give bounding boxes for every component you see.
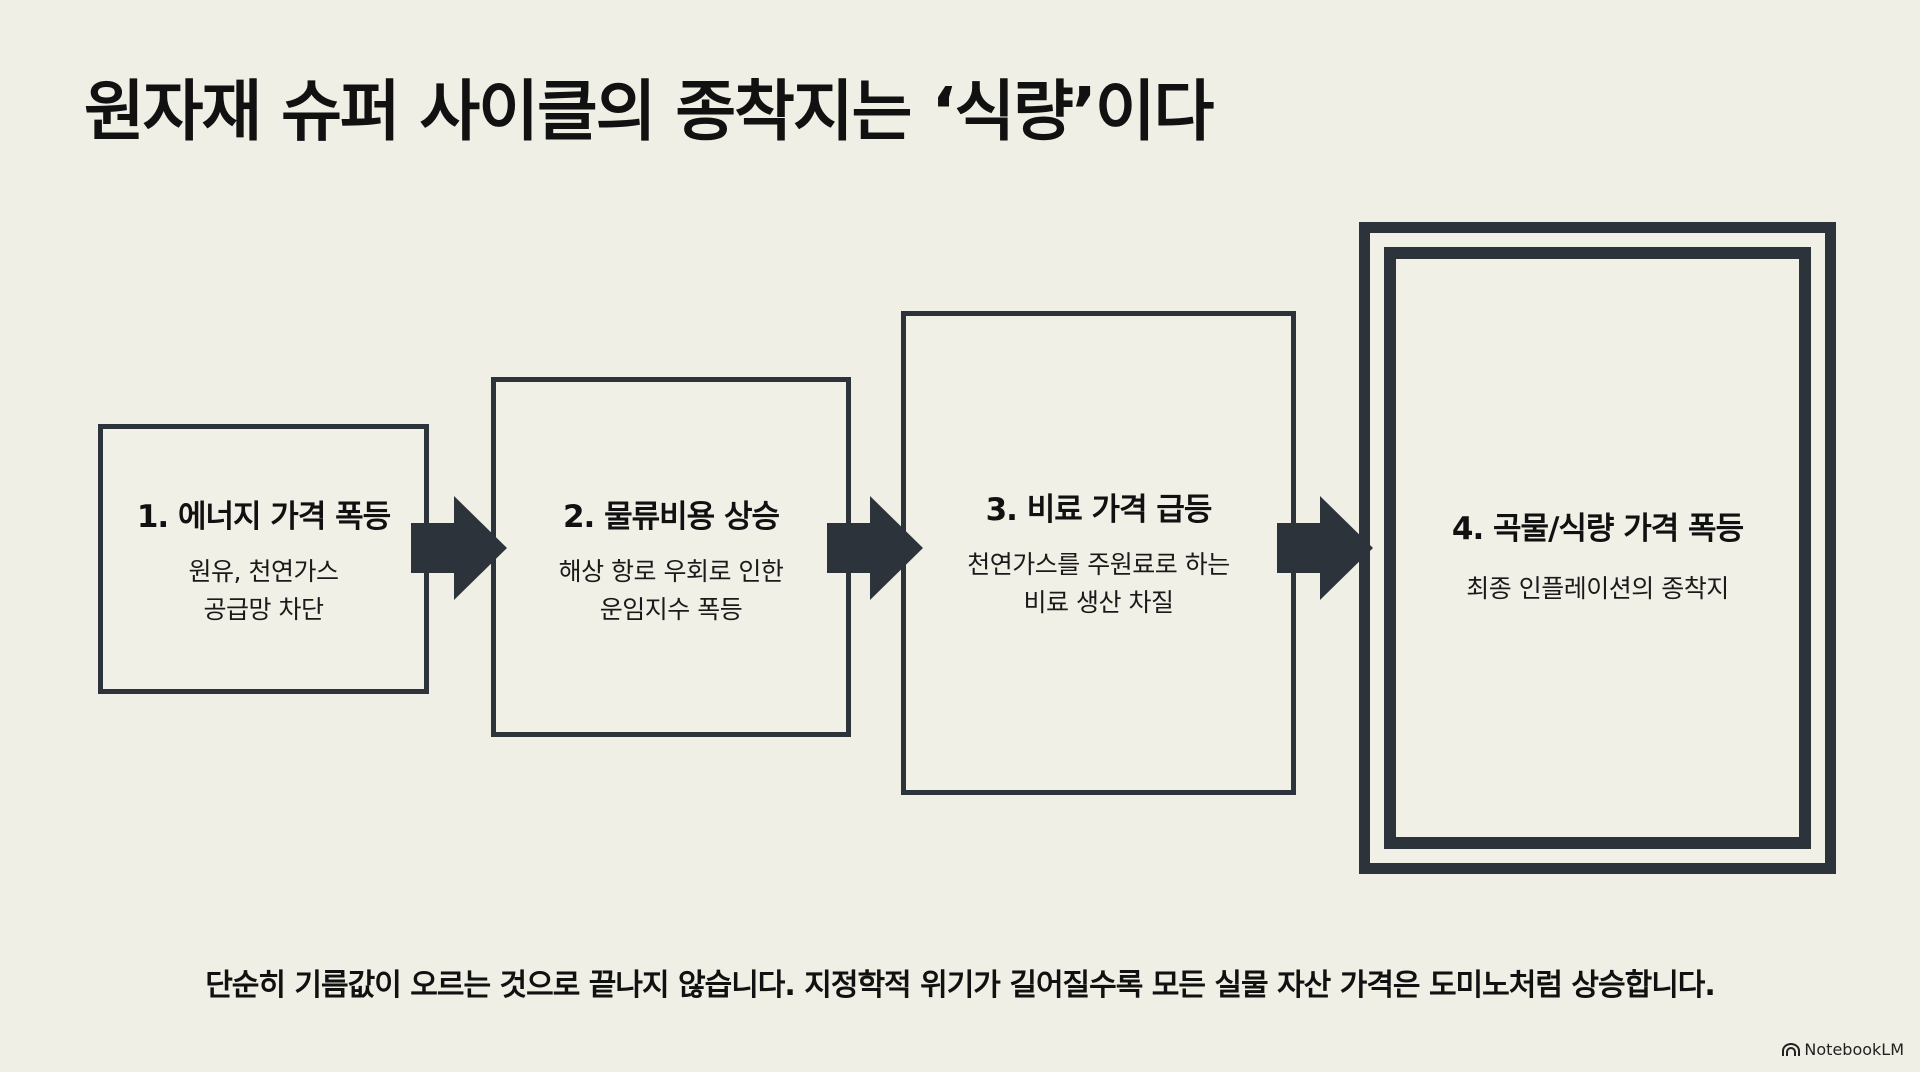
step-3-line-2: 비료 생산 차질 — [1023, 588, 1174, 617]
page-title: 원자재 슈퍼 사이클의 종착지는 ‘식량’이다 — [84, 73, 1214, 150]
arrow-right-icon — [827, 496, 923, 600]
step-4-box: 4. 곡물/식량 가격 폭등 최종 인플레이션의 종착지 — [1359, 222, 1836, 874]
step-2-line-2: 운임지수 폭등 — [599, 595, 743, 624]
step-1-heading: 1. 에너지 가격 폭등 — [136, 499, 391, 535]
arrow-right-icon — [1277, 496, 1373, 600]
step-4-heading: 4. 곡물/식량 가격 폭등 — [1451, 511, 1744, 547]
step-2-line-1: 해상 항로 우회로 인한 — [558, 557, 784, 586]
step-3-line-1: 천연가스를 주원료로 하는 — [967, 550, 1230, 579]
brand-mark: NotebookLM — [1782, 1040, 1904, 1059]
arrow-right-icon — [411, 496, 507, 600]
step-4-line-1: 최종 인플레이션의 종착지 — [1466, 574, 1729, 603]
step-3-box: 3. 비료 가격 급등 천연가스를 주원료로 하는 비료 생산 차질 — [901, 311, 1296, 795]
step-1-line-2: 공급망 차단 — [203, 595, 324, 624]
step-2-box: 2. 물류비용 상승 해상 항로 우회로 인한 운임지수 폭등 — [491, 377, 851, 737]
notebooklm-logo-icon — [1782, 1042, 1801, 1056]
step-3-heading: 3. 비료 가격 급등 — [985, 492, 1213, 528]
step-4-inner-frame — [1384, 247, 1811, 849]
step-2-heading: 2. 물류비용 상승 — [562, 499, 780, 535]
brand-label: NotebookLM — [1804, 1040, 1904, 1059]
step-1-box: 1. 에너지 가격 폭등 원유, 천연가스 공급망 차단 — [98, 424, 429, 694]
footer-caption: 단순히 기름값이 오르는 것으로 끝나지 않습니다. 지정학적 위기가 길어질수… — [205, 968, 1716, 1003]
step-1-line-1: 원유, 천연가스 — [188, 557, 339, 586]
